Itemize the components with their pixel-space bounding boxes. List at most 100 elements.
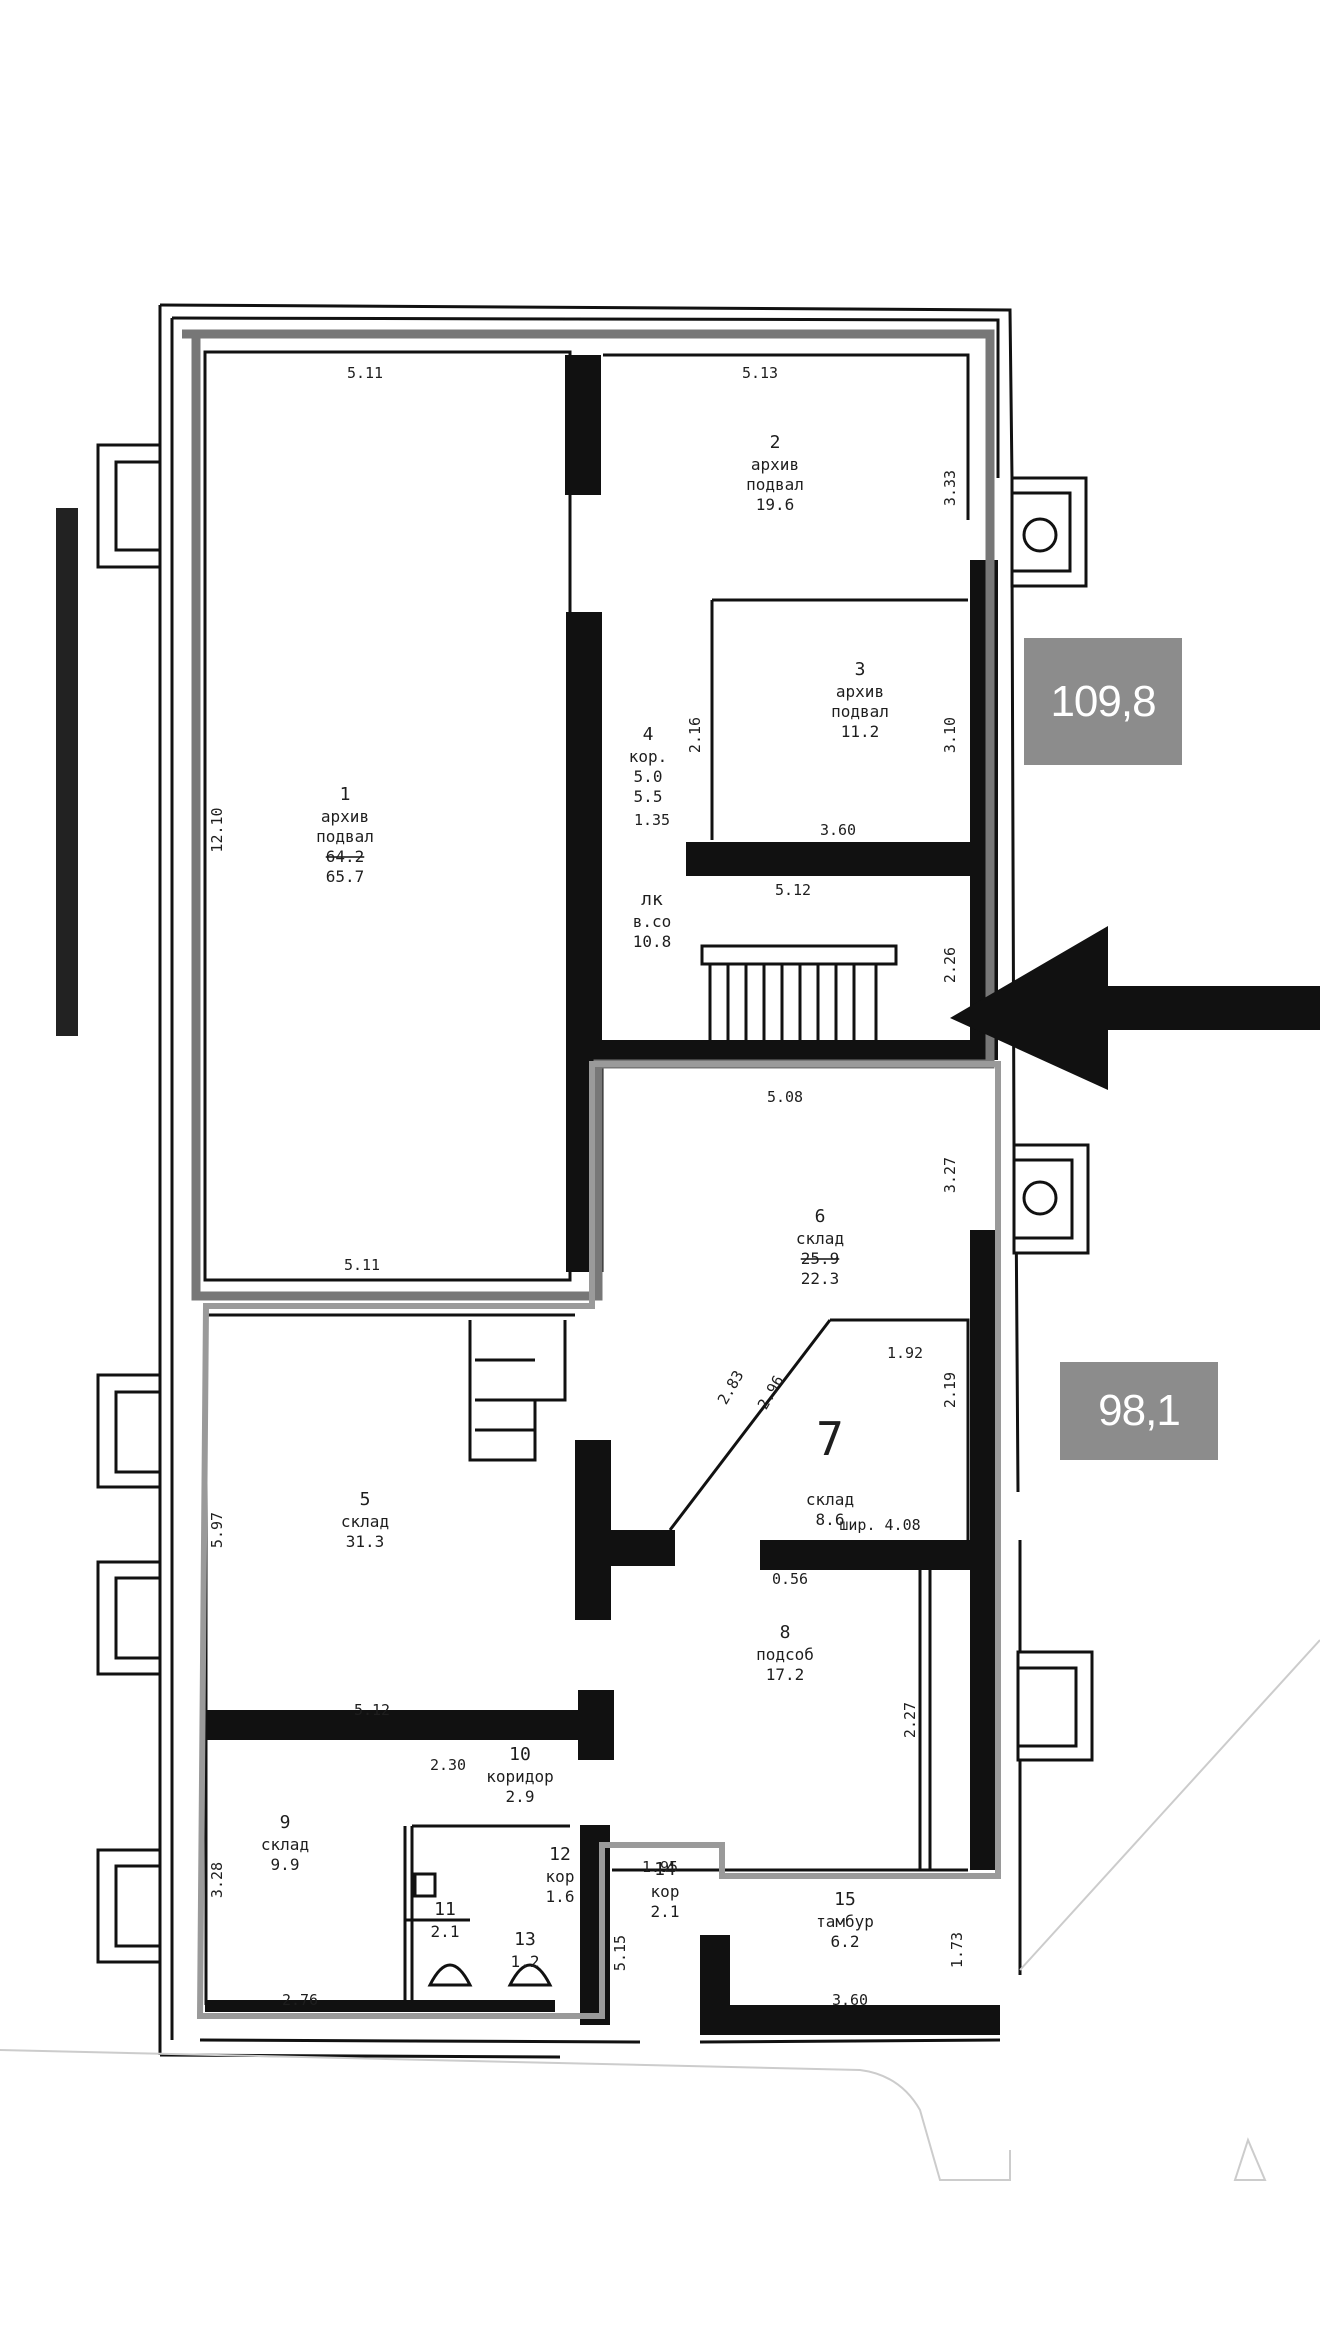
- outline-upper: [182, 329, 995, 1301]
- room-area: 65.7: [326, 867, 365, 886]
- dimension-d_195: 1.95: [642, 1858, 678, 1876]
- dimension-d_296: 2.96: [754, 1372, 788, 1412]
- room-number: лк: [641, 889, 663, 910]
- room-area: 19.6: [756, 495, 795, 514]
- outer-walls: [158, 303, 1022, 2059]
- dimension-d_173: 1.73: [948, 1932, 966, 1968]
- room-type: архив: [751, 455, 799, 474]
- room-type: подсоб: [756, 1645, 814, 1664]
- room-type: 5.0: [634, 767, 663, 786]
- room-number: 10: [509, 1744, 531, 1765]
- dimension-d_333: 3.33: [941, 470, 959, 506]
- room-number: 12: [549, 1844, 571, 1865]
- scale-bar: [56, 508, 78, 1036]
- dimension-d_283: 2.83: [714, 1367, 748, 1407]
- dimension-d_226: 2.26: [941, 947, 959, 983]
- room-type: архив: [321, 807, 369, 826]
- room-type: кор: [546, 1867, 575, 1886]
- room-type: тамбур: [816, 1912, 874, 1931]
- room-type: кор.: [629, 747, 668, 766]
- room-labels: 1архивподвал64.265.72архивподвал19.63арх…: [261, 432, 889, 1971]
- room-type: в.со: [633, 912, 672, 931]
- dimension-d_360_b: 3.60: [832, 1991, 868, 2009]
- dimension-d_512_a: 5.12: [775, 881, 811, 899]
- room-area: 11.2: [841, 722, 880, 741]
- room-area: 8.6: [816, 1510, 845, 1529]
- dimension-d_276: 2.76: [282, 1991, 318, 2009]
- entrance-arrow: [950, 926, 1320, 1090]
- outline-lower: [196, 1061, 1001, 2019]
- room-area: 10.8: [633, 932, 672, 951]
- room-label-13: 131.2: [511, 1929, 540, 1971]
- room-type: подвал: [316, 827, 374, 846]
- room-area: 6.2: [831, 1932, 860, 1951]
- room-area: 9.9: [271, 1855, 300, 1874]
- room-number: 5: [360, 1489, 371, 1510]
- room-number: 8: [780, 1622, 791, 1643]
- room-type: склад: [261, 1835, 309, 1854]
- dimension-d_135: 1.35: [634, 811, 670, 829]
- room-type: склад: [806, 1490, 854, 1509]
- dimension-d_230: 2.30: [430, 1756, 466, 1774]
- column-circle-top: [1022, 517, 1058, 553]
- dimension-d_512_b: 5.12: [354, 1701, 390, 1719]
- room-area: 17.2: [766, 1665, 805, 1684]
- room-type: склад: [341, 1512, 389, 1531]
- dimension-d_192: 1.92: [887, 1344, 923, 1362]
- room-number: 6: [815, 1206, 826, 1227]
- room-number: 14: [654, 1859, 676, 1880]
- room-area: 2.1: [431, 1922, 460, 1941]
- room-area: 1.2: [511, 1952, 540, 1971]
- room-area-struck: 64.2: [326, 847, 365, 866]
- area-badge-lower: 98,1: [1060, 1362, 1218, 1460]
- dimension-d_360: 3.60: [820, 821, 856, 839]
- room-type: коридор: [486, 1767, 553, 1786]
- room-number: 7: [816, 1412, 844, 1466]
- area-badge-upper: 109,8: [1024, 638, 1182, 765]
- dimension-d_216: 2.16: [686, 717, 704, 753]
- room-area: 31.3: [346, 1532, 385, 1551]
- room-number: 2: [770, 432, 781, 453]
- room-area: 1.6: [546, 1887, 575, 1906]
- sanitary-fixtures: [413, 1872, 553, 1987]
- dimension-d_511_bot: 5.11: [344, 1256, 380, 1274]
- room-number: 15: [834, 1889, 856, 1910]
- dimension-d_227: 2.27: [901, 1702, 919, 1738]
- staircase: [700, 944, 898, 1056]
- dimension-d_056: 0.56: [772, 1570, 808, 1588]
- dimension-d_219: 2.19: [941, 1372, 959, 1408]
- room-area-struck: 25.9: [801, 1249, 840, 1268]
- dimension-d_408: шир. 4.08: [839, 1516, 920, 1534]
- column-circle-mid: [1022, 1180, 1058, 1216]
- room-type: подвал: [831, 702, 889, 721]
- room-label-11: 112.1: [431, 1899, 460, 1941]
- pilasters: [96, 443, 1094, 1964]
- dimension-d_513: 5.13: [742, 364, 778, 382]
- dimension-d_310: 3.10: [941, 717, 959, 753]
- dimension-d_515: 5.15: [611, 1935, 629, 1971]
- room-type: подвал: [746, 475, 804, 494]
- room-number: 3: [855, 659, 866, 680]
- room-area: 5.5: [634, 787, 663, 806]
- room-number: 1: [340, 784, 351, 805]
- room-area: 22.3: [801, 1269, 840, 1288]
- dimension-d_328: 3.28: [208, 1862, 226, 1898]
- room-area: 2.9: [506, 1787, 535, 1806]
- site-lines: [0, 1639, 1320, 2181]
